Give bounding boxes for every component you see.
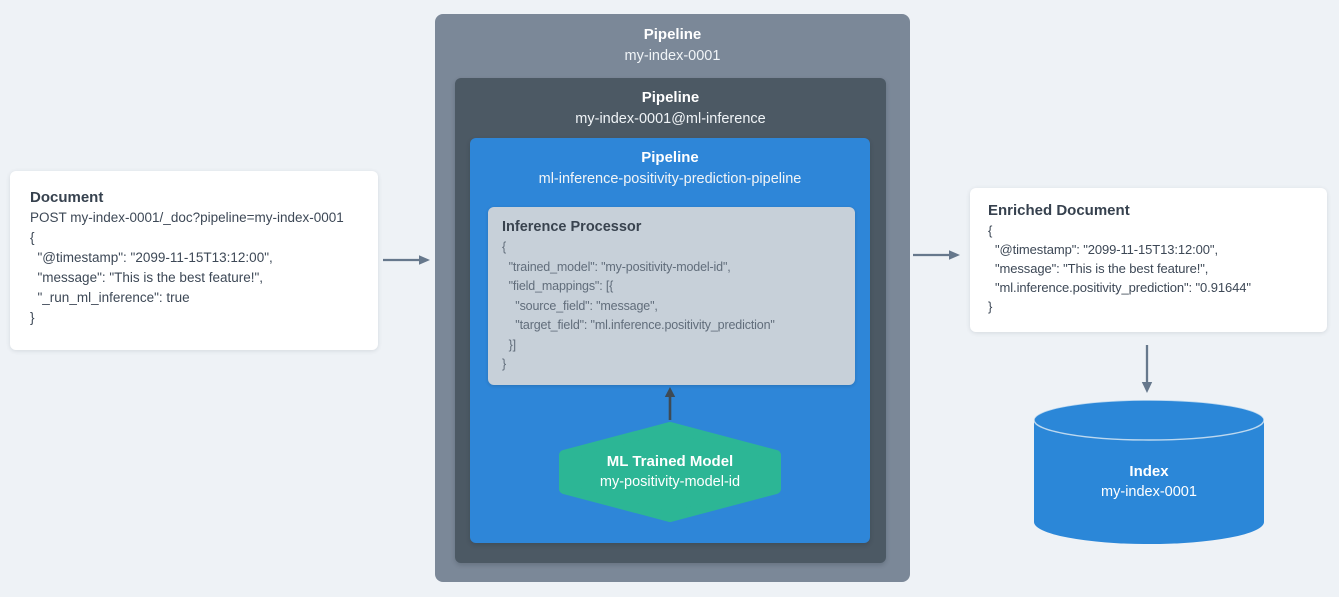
document-code-line: } — [30, 310, 35, 325]
pipeline-outer-name: my-index-0001 — [624, 48, 721, 64]
enriched-document-title: Enriched Document — [988, 202, 1130, 219]
processor-code-line: }] — [502, 337, 517, 352]
index-title: Index — [1129, 463, 1169, 480]
processor-code-line: "field_mappings": [{ — [502, 279, 614, 293]
enriched-code-line: "@timestamp": "2099-11-15T13:12:00", — [988, 242, 1218, 257]
enriched-code-line: "ml.inference.positivity_prediction": "0… — [988, 280, 1251, 295]
index-name: my-index-0001 — [1101, 484, 1197, 500]
document-code-line: POST my-index-0001/_doc?pipeline=my-inde… — [30, 210, 344, 225]
pipeline-middle-name: my-index-0001@ml-inference — [575, 111, 766, 127]
model-to-processor-arrow-icon — [664, 387, 676, 420]
document-code-line: "_run_ml_inference": true — [30, 290, 190, 305]
flow-arrow-pipeline-to-enriched-icon — [913, 250, 960, 260]
document-card-title: Document — [30, 189, 104, 206]
inference-processor-card: Inference Processor { "trained_model": "… — [488, 207, 855, 385]
processor-code-line: "trained_model": "my-positivity-model-id… — [502, 259, 731, 274]
enriched-code-line: "message": "This is the best feature!", — [988, 261, 1209, 276]
cylinder-shape-icon — [1033, 399, 1265, 544]
enriched-code-line: { — [988, 223, 993, 238]
pipeline-inner-name: ml-inference-positivity-prediction-pipel… — [538, 171, 802, 187]
pipeline-middle-header: Pipeline my-index-0001@ml-inference — [455, 88, 886, 129]
ml-model-title: ML Trained Model — [606, 453, 734, 470]
index-cylinder: Index my-index-0001 — [1033, 398, 1265, 548]
processor-code-line: { — [502, 240, 507, 254]
pipeline-inner-title: Pipeline — [641, 149, 699, 166]
document-card: Document POST my-index-0001/_doc?pipelin… — [10, 171, 378, 350]
document-code-line: "message": "This is the best feature!", — [30, 270, 264, 285]
processor-code-line: "source_field": "message", — [502, 298, 658, 313]
pipeline-middle-title: Pipeline — [641, 89, 700, 106]
ml-trained-model-hexagon: ML Trained Model my-positivity-model-id — [558, 422, 782, 522]
pipeline-outer-header: Pipeline my-index-0001 — [435, 25, 910, 66]
flow-arrow-enriched-to-index-icon — [1141, 345, 1153, 393]
processor-code-line: "target_field": "ml.inference.positivity… — [502, 318, 775, 332]
inference-processor-title: Inference Processor — [502, 219, 642, 235]
pipeline-inner-header: Pipeline ml-inference-positivity-predict… — [470, 148, 870, 189]
enriched-code-line: } — [988, 299, 993, 314]
document-code-line: { — [30, 230, 35, 245]
processor-code-line: } — [502, 357, 507, 371]
hexagon-shape-icon — [559, 422, 781, 522]
ml-model-name: my-positivity-model-id — [599, 474, 741, 490]
enriched-document-card: Enriched Document { "@timestamp": "2099-… — [970, 188, 1327, 332]
document-code-line: "@timestamp": "2099-11-15T13:12:00", — [30, 250, 273, 265]
pipeline-outer-title: Pipeline — [643, 26, 702, 43]
flow-arrow-doc-to-pipeline-icon — [383, 255, 430, 265]
